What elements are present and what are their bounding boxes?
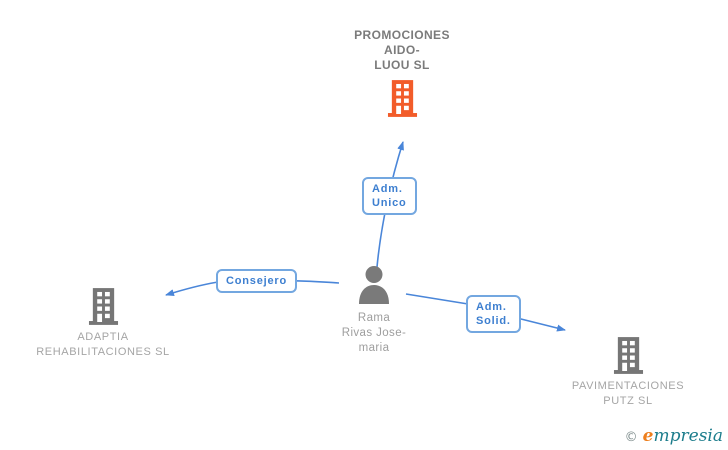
node-company-promociones[interactable]: PROMOCIONES AIDO- LUOU SL (312, 28, 492, 122)
copyright-icon: © (624, 430, 638, 445)
node-person-rama-rivas[interactable]: Rama Rivas Jose- maria (322, 265, 426, 356)
company-name-line: REHABILITACIONES SL (36, 346, 170, 358)
company-name-line: LUOU SL (374, 58, 430, 72)
building-icon (387, 80, 418, 117)
edge-label-line: Adm. (476, 301, 507, 313)
edge-label-adm-solid: Adm. Solid. (466, 295, 521, 333)
company-name-line: ADAPTIA (77, 331, 129, 343)
brand-rest: mpresia (653, 426, 724, 446)
building-icon (613, 337, 644, 374)
brand-first-letter: e (642, 426, 654, 446)
company-name-pavimentaciones: PAVIMENTACIONES PUTZ SL (547, 379, 709, 409)
company-name-line: PUTZ SL (603, 395, 653, 407)
person-icon (356, 265, 392, 304)
person-name-line: Rivas Jose- (341, 327, 407, 339)
empresia-logo[interactable]: © empresia (625, 426, 723, 446)
building-icon (88, 288, 119, 325)
company-name-promociones: PROMOCIONES AIDO- LUOU SL (312, 28, 492, 73)
person-name-line: maria (358, 342, 390, 354)
edge-label-line: Unico (372, 197, 407, 209)
edge-label-consejero: Consejero (216, 269, 297, 293)
company-name-line: AIDO- (384, 43, 420, 57)
brand-name: empresia (643, 426, 723, 446)
edge-label-line: Consejero (226, 275, 287, 287)
node-company-adaptia[interactable]: ADAPTIA REHABILITACIONES SL (22, 288, 184, 360)
node-company-pavimentaciones[interactable]: PAVIMENTACIONES PUTZ SL (547, 337, 709, 409)
edge-label-line: Solid. (476, 315, 511, 327)
person-name-line: Rama (357, 312, 391, 324)
company-name-adaptia: ADAPTIA REHABILITACIONES SL (22, 330, 184, 360)
person-name: Rama Rivas Jose- maria (322, 311, 426, 356)
company-name-line: PROMOCIONES (354, 28, 450, 42)
company-name-line: PAVIMENTACIONES (571, 380, 685, 392)
edge-label-adm-unico: Adm. Unico (362, 177, 417, 215)
edge-label-line: Adm. (372, 183, 403, 195)
